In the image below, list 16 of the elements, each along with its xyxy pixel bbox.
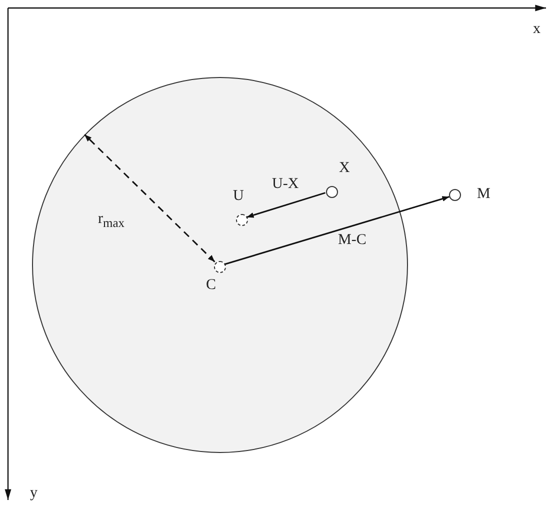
point-label: U xyxy=(233,189,244,204)
edge-label: r$_{max}$ xyxy=(98,212,125,230)
arrow xyxy=(246,192,326,218)
edge-label: M-C xyxy=(338,233,366,248)
axis-label: x xyxy=(533,22,540,37)
point-label: X xyxy=(339,161,350,176)
axis-label: y xyxy=(30,486,38,501)
point-label: M xyxy=(477,187,490,202)
point-circle xyxy=(236,214,248,226)
dashed-arrow xyxy=(84,134,216,262)
point-circle xyxy=(326,186,338,198)
point-circle xyxy=(449,189,461,201)
point-label: C xyxy=(206,278,216,293)
edge-label: U-X xyxy=(272,177,299,192)
arrow xyxy=(224,196,450,265)
point-circle xyxy=(214,261,226,273)
